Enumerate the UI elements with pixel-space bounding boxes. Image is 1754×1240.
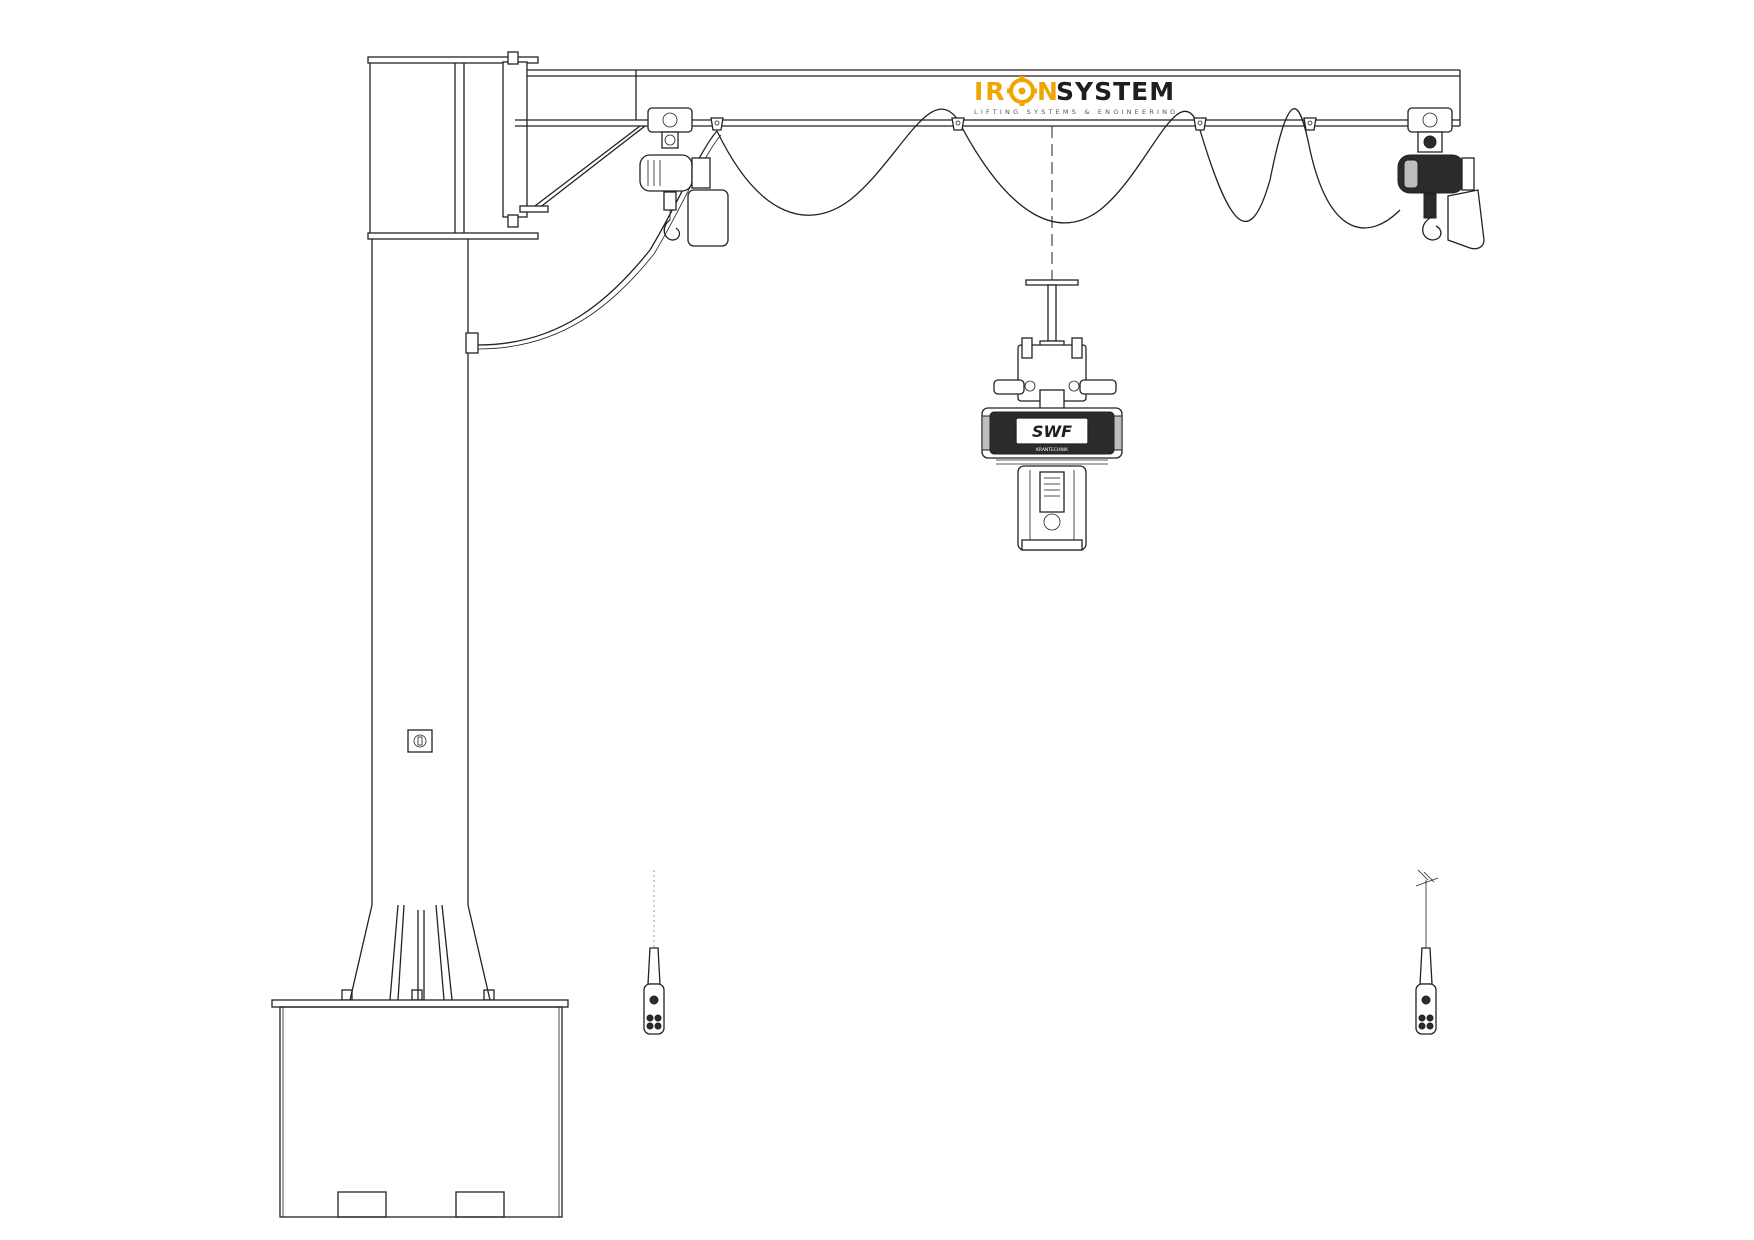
swf-rope-hoist: SWF KRANTECHNIK xyxy=(981,279,1123,551)
right-chain-hoist xyxy=(1397,107,1485,250)
crane-pillar xyxy=(367,56,539,905)
hoist-brand-label: SWF xyxy=(1032,422,1072,441)
logo-tagline: LIFTING SYSTEMS & ENGINEERING xyxy=(974,108,1178,116)
cable-entry xyxy=(465,332,479,354)
switch-box xyxy=(407,729,433,753)
base-gussets xyxy=(341,904,495,1001)
gear-icon xyxy=(1007,76,1037,106)
logo-text-ir: IR xyxy=(974,77,1007,106)
ironsystem-logo: IR N SYSTEM LIFTING SYSTEMS & ENGINEERIN… xyxy=(974,76,1178,116)
cable-hangers xyxy=(710,117,1317,131)
foundation-block xyxy=(271,999,569,1218)
logo-text-n: N xyxy=(1037,77,1058,106)
logo-text-system: SYSTEM xyxy=(1056,77,1175,106)
left-chain-hoist xyxy=(639,107,729,247)
hoist-brand-sub: KRANTECHNIK xyxy=(1036,447,1069,453)
left-pendant-control xyxy=(643,870,665,1035)
right-pendant-control xyxy=(1415,869,1439,1035)
